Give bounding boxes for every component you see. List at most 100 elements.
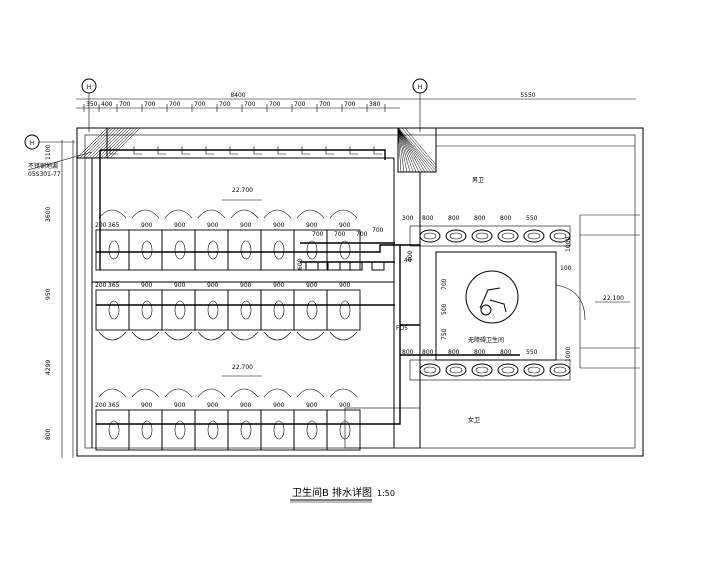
washbasin-icon — [419, 229, 441, 243]
wall-drain — [133, 146, 142, 155]
note-standard-code: 05S301-77 — [28, 171, 61, 178]
toilet-bowl-icon — [240, 420, 252, 440]
dim-top-seg: 380 — [369, 101, 381, 108]
washbasin-icon — [497, 229, 519, 243]
door-swing — [131, 331, 160, 341]
washbasin-icon — [497, 363, 519, 377]
dim-row-seq: 900 — [174, 222, 186, 229]
dim-rv-2: 700 — [441, 278, 448, 290]
dim-row-seq: 900 — [273, 282, 285, 289]
dim-row-seq: 900 — [207, 222, 219, 229]
dim-basin-upper: 300 — [402, 215, 414, 222]
dim-top-total: 8400 — [230, 92, 245, 99]
door-swing — [197, 209, 226, 219]
dim-top-seg: 350 — [86, 101, 98, 108]
toilet-stall — [260, 229, 295, 271]
dim-row-seq: 900 — [174, 402, 186, 409]
door-swing — [263, 209, 292, 219]
dim-row-first: 200 — [95, 282, 107, 289]
toilet-stall — [194, 289, 229, 331]
toilet-stall — [194, 229, 229, 271]
wall-drain — [349, 146, 358, 155]
dim-left-5: 800 — [45, 428, 52, 440]
door-swing — [230, 388, 259, 398]
door-swing — [230, 331, 259, 341]
door-swing — [296, 331, 325, 341]
dim-row-seq: 900 — [240, 282, 252, 289]
toilet-stall — [326, 289, 361, 331]
door-swing — [131, 209, 160, 219]
door-swing — [164, 388, 193, 398]
dim-top-seg: 700 — [319, 101, 331, 108]
toilet-stall — [95, 409, 130, 451]
washbasin-icon — [549, 363, 571, 377]
dim-top-seg: 400 — [101, 101, 113, 108]
door-swing — [164, 209, 193, 219]
door-swing — [197, 388, 226, 398]
toilet-bowl-icon — [339, 420, 351, 440]
dim-side-right-2: 1000 — [565, 347, 572, 362]
left-notes: 不锈钢地漏 05S301-77 — [27, 151, 93, 178]
dim-basin-upper: 550 — [526, 215, 538, 222]
dim-row-seq: 900 — [339, 282, 351, 289]
tag-left: 40 — [404, 257, 412, 264]
dim-row-seq: 900 — [207, 402, 219, 409]
dim-top-seg: 700 — [344, 101, 356, 108]
toilet-stall — [227, 409, 262, 451]
door-swing — [98, 331, 127, 341]
toilet-bowl-icon — [174, 420, 186, 440]
toilet-stall — [326, 229, 361, 271]
wall-drain — [301, 146, 310, 155]
toilet-bowl-icon — [108, 240, 120, 260]
drawing-scale: 1:50 — [377, 489, 395, 498]
door-swing — [263, 388, 292, 398]
left-dimension-chain: 1100 3600 950 4299 800 — [45, 140, 74, 458]
toilet-bowl-icon — [141, 300, 153, 320]
wheelchair-icon — [465, 270, 519, 324]
urinal-icon — [371, 262, 385, 271]
washbasin-icon — [445, 229, 467, 243]
room-label-accessible: 无障碍卫生间 — [468, 336, 504, 344]
drain-pipes — [96, 149, 520, 425]
dim-basin-upper: 800 — [474, 215, 486, 222]
toilet-stall — [227, 229, 262, 271]
toilet-bowl-icon — [207, 240, 219, 260]
washbasin-icon — [471, 363, 493, 377]
dim-row-seq: 900 — [141, 222, 153, 229]
dim-basin-lower: 800 — [448, 349, 460, 356]
door-swing — [98, 388, 127, 398]
dim-top-seg: 700 — [269, 101, 281, 108]
dim-basin-upper: 800 — [500, 215, 512, 222]
fd-mark: FD5 — [396, 325, 408, 332]
wall-drain — [157, 146, 166, 155]
toilet-bowl-icon — [273, 300, 285, 320]
wall-drain — [373, 146, 382, 155]
dim-top-seg: 700 — [119, 101, 131, 108]
dim-left-1: 1100 — [45, 145, 52, 160]
dim-row-seq: 900 — [141, 282, 153, 289]
wall-drain — [205, 146, 214, 155]
toilet-bowl-icon — [339, 240, 351, 260]
toilet-bowl-icon — [108, 420, 120, 440]
door-swing — [164, 331, 193, 341]
dim-rv-4: 750 — [441, 328, 448, 340]
toilet-stall — [95, 229, 130, 271]
toilet-bowl-icon — [174, 300, 186, 320]
toilet-stall — [293, 409, 328, 451]
dim-row-seq: 900 — [306, 282, 318, 289]
washbasin-icon — [523, 229, 545, 243]
wall-drain — [253, 146, 262, 155]
room-label-women: 女卫 — [468, 416, 480, 424]
toilet-bowl-icon — [240, 240, 252, 260]
toilet-bowl-icon — [240, 300, 252, 320]
toilet-bowl-icon — [273, 420, 285, 440]
wall-drain — [181, 146, 190, 155]
dim-top-seg: 700 — [244, 101, 256, 108]
toilet-bowl-icon — [306, 420, 318, 440]
dim-rv-1: 400 — [407, 250, 414, 262]
door-swing — [329, 209, 358, 219]
washbasin-icon — [471, 229, 493, 243]
wall-drain — [277, 146, 286, 155]
